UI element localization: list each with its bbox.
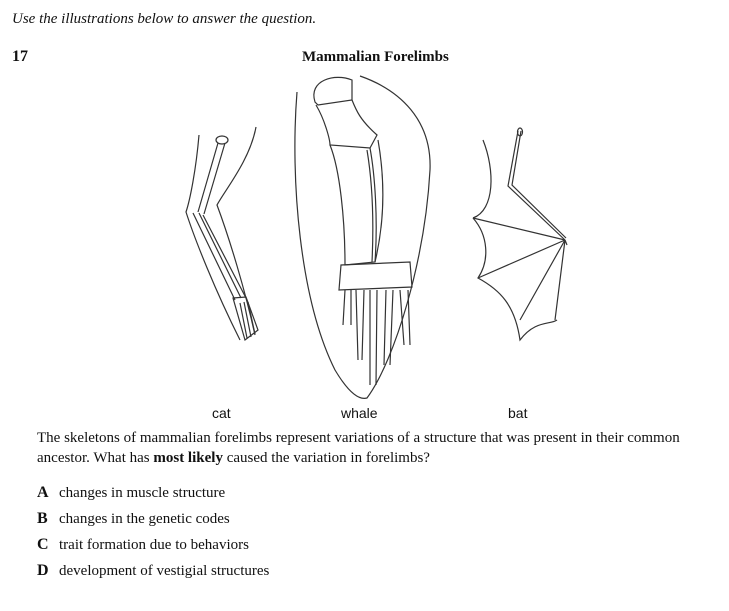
cat-label: cat (212, 405, 231, 421)
bat-label: bat (508, 405, 528, 421)
whale-flipper-drawing (294, 75, 431, 399)
option-letter: B (37, 510, 48, 527)
option-letter: C (37, 536, 49, 553)
option-text: development of vestigial structures (59, 563, 270, 579)
bat-wing-drawing (472, 127, 568, 342)
whale-label: whale (341, 405, 378, 421)
stem-emphasis: most likely (153, 450, 223, 466)
cat-forelimb-drawing (185, 126, 259, 342)
option-text: changes in muscle structure (59, 485, 226, 501)
option-text: trait formation due to behaviors (59, 537, 249, 553)
stem-text-before: The skeletons of mammalian forelimbs rep… (37, 430, 680, 466)
stem-text-after: caused the variation in forelimbs? (222, 450, 430, 466)
question-number: 17 (12, 48, 28, 65)
option-letter: A (37, 484, 49, 501)
option-text: changes in the genetic codes (59, 511, 230, 527)
option-letter: D (37, 562, 49, 579)
figure-title: Mammalian Forelimbs (302, 49, 449, 65)
instruction-text: Use the illustrations below to answer th… (12, 11, 317, 27)
question-stem: The skeletons of mammalian forelimbs rep… (37, 428, 727, 468)
